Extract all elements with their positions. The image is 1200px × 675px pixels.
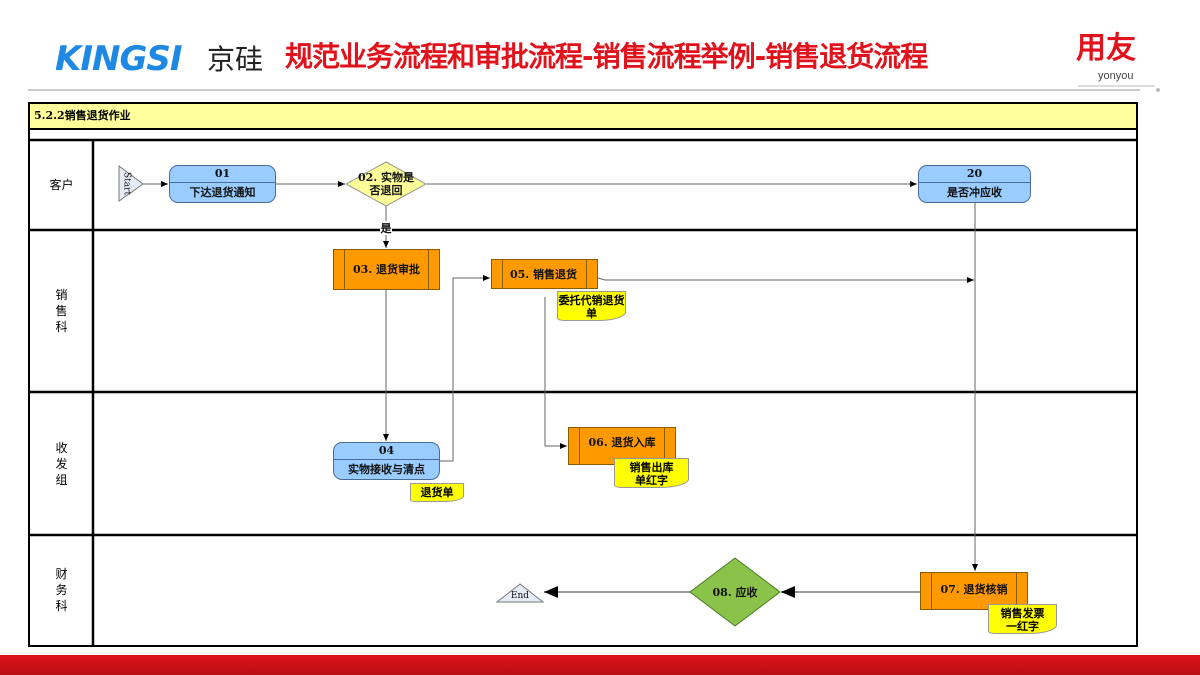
section-header: 5.2.2销售退货作业 [30, 104, 1136, 130]
process-05[interactable]: 05. 销售退货 [491, 259, 598, 289]
page-title: 规范业务流程和审批流程-销售流程举例-销售退货流程 [285, 40, 928, 73]
yonyou-logo: 用友 [1076, 31, 1136, 66]
decision-08-shape [689, 557, 781, 627]
process-07[interactable]: 07. 退货核销 [920, 572, 1028, 610]
flowchart-frame [28, 102, 1138, 647]
doc-06: 销售出库单红字 [614, 458, 689, 488]
doc-04: 退货单 [410, 483, 464, 502]
task-01[interactable]: 01 下达退货通知 [169, 165, 276, 203]
task-04[interactable]: 04 实物接收与清点 [333, 442, 440, 480]
decision-02[interactable]: 02. 实物是否退回 [358, 171, 414, 197]
task-01-label: 下达退货通知 [189, 186, 256, 199]
process-03[interactable]: 03. 退货审批 [333, 249, 440, 290]
task-04-num: 04 [334, 443, 439, 460]
footer-bar [0, 655, 1200, 675]
decision-08[interactable]: 08. 应收 [712, 585, 758, 599]
kingsi-logo: KINGSI [55, 39, 182, 79]
task-20[interactable]: 20 是否冲应收 [918, 165, 1031, 203]
task-01-num: 01 [170, 166, 275, 183]
doc-05: 委托代销退货单 [557, 291, 626, 321]
kingsi-logo-cn: 京硅 [207, 43, 264, 76]
task-20-num: 20 [919, 166, 1030, 183]
doc-07: 销售发票一红字 [988, 604, 1057, 634]
start-label: Start [121, 172, 132, 196]
lane-finance: 财 务 科 [55, 567, 68, 613]
edge-yes-label: 是 [380, 221, 392, 235]
yonyou-logo-en: yonyou [1098, 70, 1134, 82]
decision-02-shape [344, 161, 428, 207]
start-triangle [118, 165, 144, 202]
lane-shipping: 收 发 组 [55, 440, 68, 487]
lane-sales: 销 售 科 [55, 288, 68, 334]
end-triangle [495, 583, 545, 603]
lane-customer: 客户 [49, 178, 74, 192]
end-label: End [510, 590, 530, 601]
task-04-label: 实物接收与清点 [348, 463, 425, 476]
task-20-label: 是否冲应收 [947, 186, 1002, 199]
